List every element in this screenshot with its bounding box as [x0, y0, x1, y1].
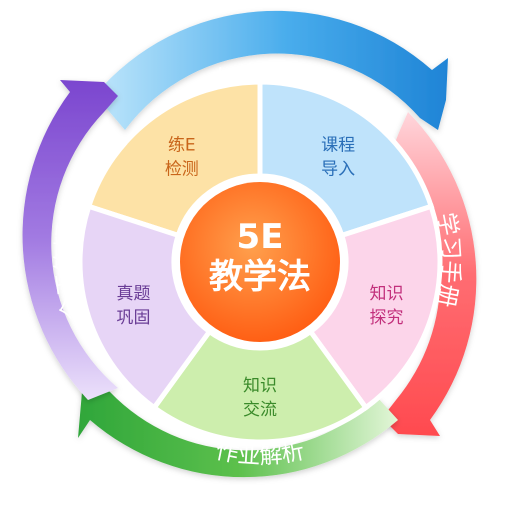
segment-label-jiaoliu-line1: 知识 [243, 376, 277, 396]
segment-label-gonggu-line1: 真题 [117, 284, 151, 304]
center-label-line1: 5E [237, 217, 284, 257]
ring-arc-left [22, 80, 118, 400]
segment-label-lianE-line1: 练E [168, 135, 196, 155]
ring-arc-bottom [78, 380, 398, 478]
segment-label-gonggu-line2: 巩固 [117, 308, 151, 328]
center-label-line2: 教学法 [209, 257, 311, 297]
segment-label-kecheng-line1: 课程 [321, 135, 355, 155]
center-circle [180, 182, 340, 342]
segment-label-tanjiu-line2: 探究 [369, 308, 403, 328]
ring-arc-right [382, 112, 477, 436]
segment-label-jiaoliu-line2: 交流 [243, 400, 277, 420]
segment-label-kecheng-line2: 导入 [321, 159, 355, 179]
ring-arc-top [95, 10, 448, 131]
segment-label-tanjiu-line1: 知识 [369, 284, 403, 304]
segment-label-lianE-line2: 检测 [165, 159, 199, 179]
